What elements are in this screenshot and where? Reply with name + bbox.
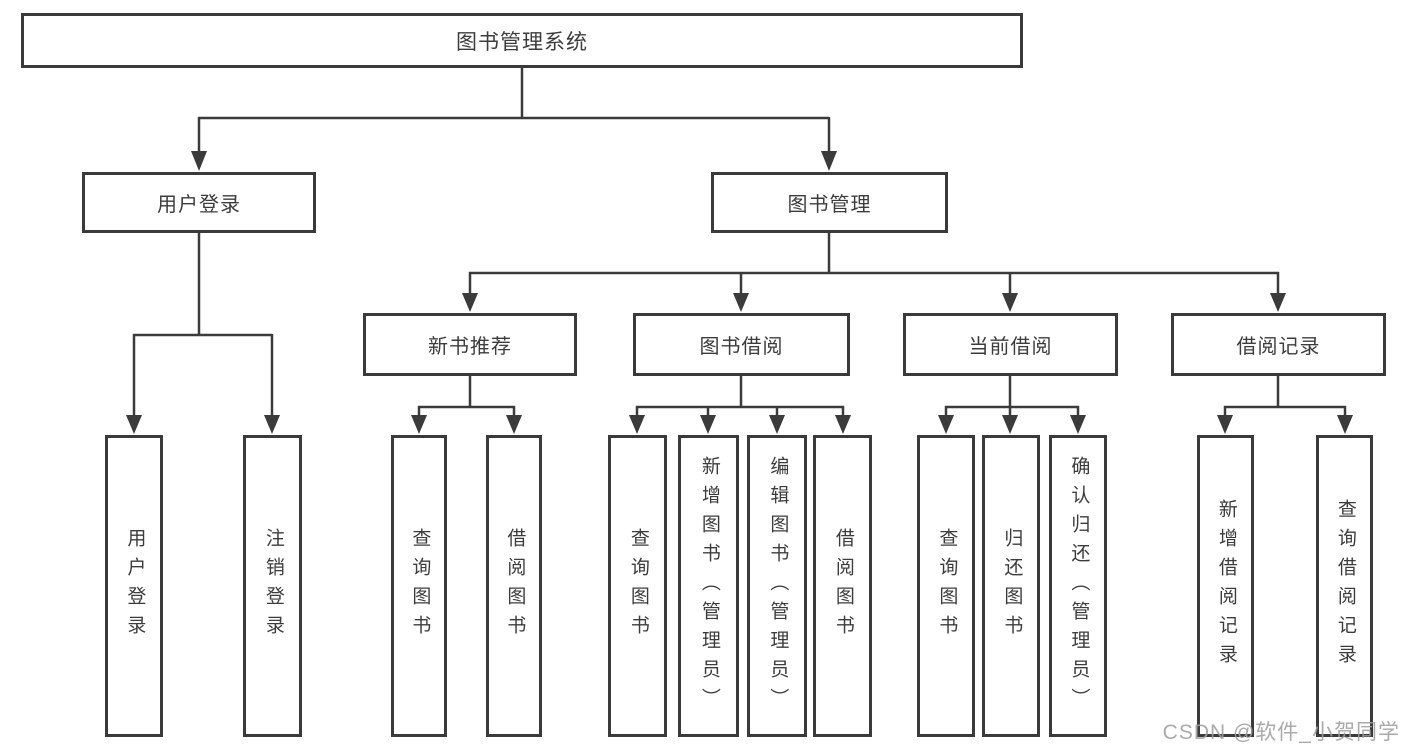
leaf-current-query-books-label: 查询图书 (936, 528, 958, 644)
leaf-borrow-query-books: 查询图书 (608, 435, 667, 737)
leaf-borrow-edit-books-admin: 编辑图书（管理员） (747, 435, 807, 737)
node-book-borrow-label: 图书借阅 (699, 336, 784, 358)
leaf-borrow-edit-books-admin-label: 编辑图书（管理员） (767, 455, 789, 717)
node-new-book-recommend: 新书推荐 (363, 313, 577, 376)
leaf-borrow-borrow-books: 借阅图书 (813, 435, 872, 737)
leaf-borrow-query-books-label: 查询图书 (627, 528, 649, 644)
node-current-borrow: 当前借阅 (903, 313, 1118, 376)
node-borrow-record-label: 借阅记录 (1236, 336, 1321, 358)
leaf-current-return-books-label: 归还图书 (1001, 528, 1023, 644)
csdn-watermark: CSDN @软件_小贺同学 (1162, 721, 1400, 744)
leaf-borrow-add-books-admin-label: 新增图书（管理员） (698, 455, 720, 717)
leaf-record-query-borrow-record: 查询借阅记录 (1316, 435, 1373, 737)
leaf-user-login: 用户登录 (105, 435, 163, 737)
leaf-current-query-books: 查询图书 (917, 435, 975, 737)
leaf-borrow-borrow-books-label: 借阅图书 (832, 528, 854, 644)
leaf-current-confirm-return-admin-label: 确认归还（管理员） (1068, 455, 1090, 717)
leaf-user-login-label: 用户登录 (124, 528, 146, 644)
leaf-newbook-borrow-books: 借阅图书 (486, 435, 542, 737)
leaf-current-confirm-return-admin: 确认归还（管理员） (1049, 435, 1107, 737)
leaf-newbook-query-books: 查询图书 (391, 435, 447, 737)
leaf-newbook-query-books-label: 查询图书 (409, 528, 431, 644)
leaf-logout: 注销登录 (243, 435, 302, 737)
leaf-record-add-borrow-record-label: 新增借阅记录 (1215, 499, 1237, 673)
node-borrow-record: 借阅记录 (1171, 313, 1386, 376)
node-new-book-recommend-label: 新书推荐 (428, 336, 512, 358)
leaf-record-query-borrow-record-label: 查询借阅记录 (1334, 499, 1356, 673)
leaf-borrow-add-books-admin: 新增图书（管理员） (678, 435, 739, 737)
node-current-borrow-label: 当前借阅 (968, 336, 1053, 358)
arrowheads (126, 151, 1353, 434)
node-library-management-system-label: 图书管理系统 (456, 30, 588, 54)
leaf-record-add-borrow-record: 新增借阅记录 (1197, 435, 1254, 737)
node-user-login: 用户登录 (82, 172, 316, 233)
leaf-newbook-borrow-books-label: 借阅图书 (504, 528, 526, 644)
leaf-logout-label: 注销登录 (262, 528, 284, 644)
node-book-borrow: 图书借阅 (633, 313, 850, 376)
node-book-management: 图书管理 (711, 172, 948, 233)
node-library-management-system: 图书管理系统 (21, 13, 1023, 68)
leaf-current-return-books: 归还图书 (982, 435, 1040, 737)
node-user-login-label: 用户登录 (157, 194, 241, 216)
node-book-management-label: 图书管理 (787, 194, 872, 216)
